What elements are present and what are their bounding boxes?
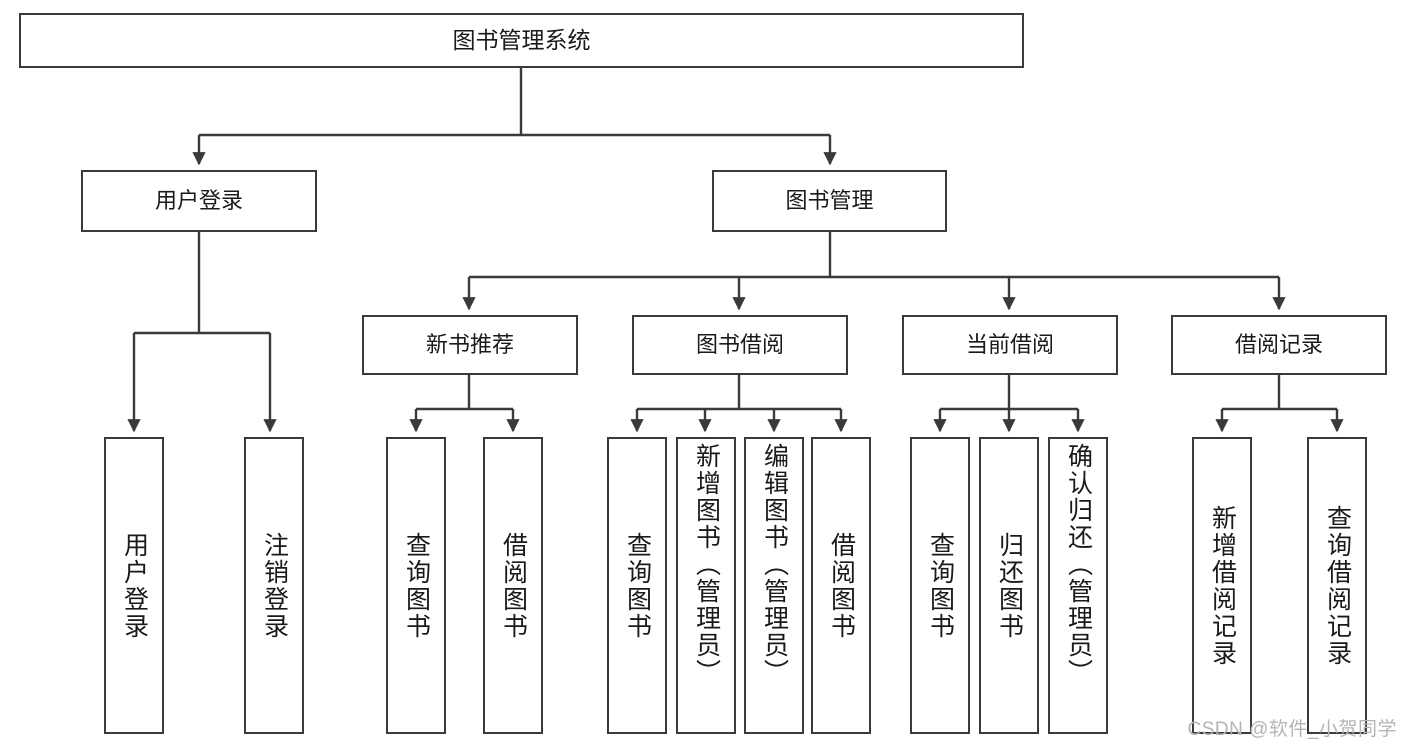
node-label: 图书管理系统	[452, 27, 591, 54]
watermark-text: CSDN @软件_小贺同学	[1187, 719, 1397, 740]
node-label: 图书管理	[785, 188, 874, 214]
node-label: 注销登录	[260, 531, 289, 640]
leaf-user-login[interactable]: 用户登录	[104, 437, 164, 734]
node-label: 编辑图书（管理员）	[760, 443, 789, 686]
node-label: 新增借阅记录	[1208, 504, 1237, 667]
node-label: 确认归还（管理员）	[1064, 443, 1093, 686]
leaf-edit-book-admin[interactable]: 编辑图书（管理员）	[744, 437, 804, 734]
leaf-query-borrow-record[interactable]: 查询借阅记录	[1307, 437, 1367, 734]
node-label: 归还图书	[995, 531, 1024, 640]
node-book-management-system[interactable]: 图书管理系统	[19, 13, 1024, 68]
node-label: 新书推荐	[425, 332, 514, 358]
node-current-borrow[interactable]: 当前借阅	[902, 315, 1118, 375]
leaf-confirm-return-admin[interactable]: 确认归还（管理员）	[1048, 437, 1108, 734]
node-label: 借阅图书	[827, 531, 856, 640]
node-label: 借阅图书	[499, 531, 528, 640]
node-label: 用户登录	[154, 188, 243, 214]
leaf-query-book-borrow[interactable]: 查询图书	[607, 437, 667, 734]
leaf-add-borrow-record[interactable]: 新增借阅记录	[1192, 437, 1252, 734]
leaf-query-book-current[interactable]: 查询图书	[910, 437, 970, 734]
node-borrow-record[interactable]: 借阅记录	[1171, 315, 1387, 375]
node-label: 借阅记录	[1234, 332, 1323, 358]
node-label: 当前借阅	[965, 332, 1054, 358]
leaf-add-book-admin[interactable]: 新增图书（管理员）	[676, 437, 736, 734]
node-label: 查询图书	[402, 531, 431, 640]
node-label: 新增图书（管理员）	[692, 443, 721, 686]
leaf-logout-login[interactable]: 注销登录	[244, 437, 304, 734]
leaf-borrow-book-recommend[interactable]: 借阅图书	[483, 437, 543, 734]
node-label: 图书借阅	[695, 332, 784, 358]
node-label: 查询图书	[926, 531, 955, 640]
leaf-return-book[interactable]: 归还图书	[979, 437, 1039, 734]
node-label: 查询借阅记录	[1323, 504, 1352, 667]
node-label: 用户登录	[120, 531, 149, 640]
node-user-login[interactable]: 用户登录	[81, 170, 317, 232]
node-new-book-recommend[interactable]: 新书推荐	[362, 315, 578, 375]
node-book-management[interactable]: 图书管理	[712, 170, 947, 232]
node-book-borrow[interactable]: 图书借阅	[632, 315, 848, 375]
leaf-borrow-book[interactable]: 借阅图书	[811, 437, 871, 734]
node-label: 查询图书	[623, 531, 652, 640]
leaf-query-book-recommend[interactable]: 查询图书	[386, 437, 446, 734]
